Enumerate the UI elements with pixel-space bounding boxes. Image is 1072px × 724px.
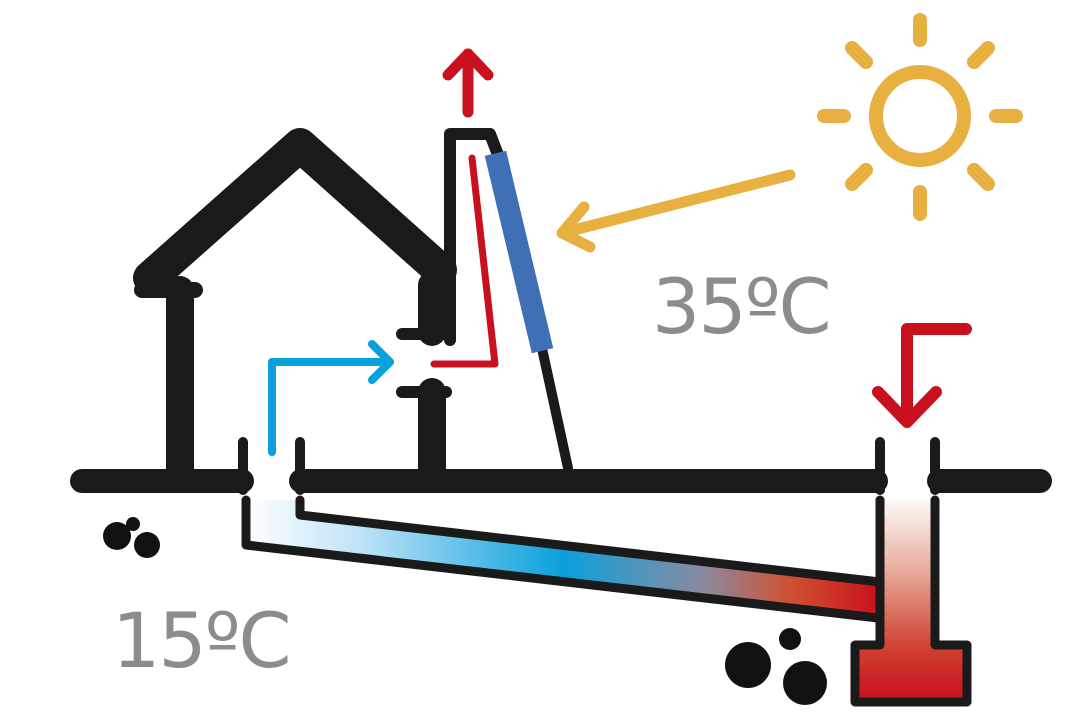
warm-temperature-label: 35ºC [652, 262, 830, 351]
house-roof [133, 128, 457, 295]
stones-icon [103, 517, 827, 705]
cool-temperature-label: 15ºC [112, 596, 290, 685]
well-outline-left [850, 495, 972, 707]
chimney-front-strut [533, 325, 573, 473]
earth-duct-outline-bottom [241, 495, 883, 623]
hot-air-path [430, 154, 499, 368]
arrow-down-icon [872, 323, 972, 428]
structure [70, 128, 1052, 707]
sun-icon [817, 13, 1023, 221]
arrow-right-icon [268, 340, 394, 456]
arrow-left-icon [556, 169, 796, 253]
chimney-outline [444, 128, 506, 346]
arrow-up-icon [442, 48, 494, 118]
solar-panel [484, 150, 554, 354]
earth-duct-outline-top [295, 495, 885, 587]
